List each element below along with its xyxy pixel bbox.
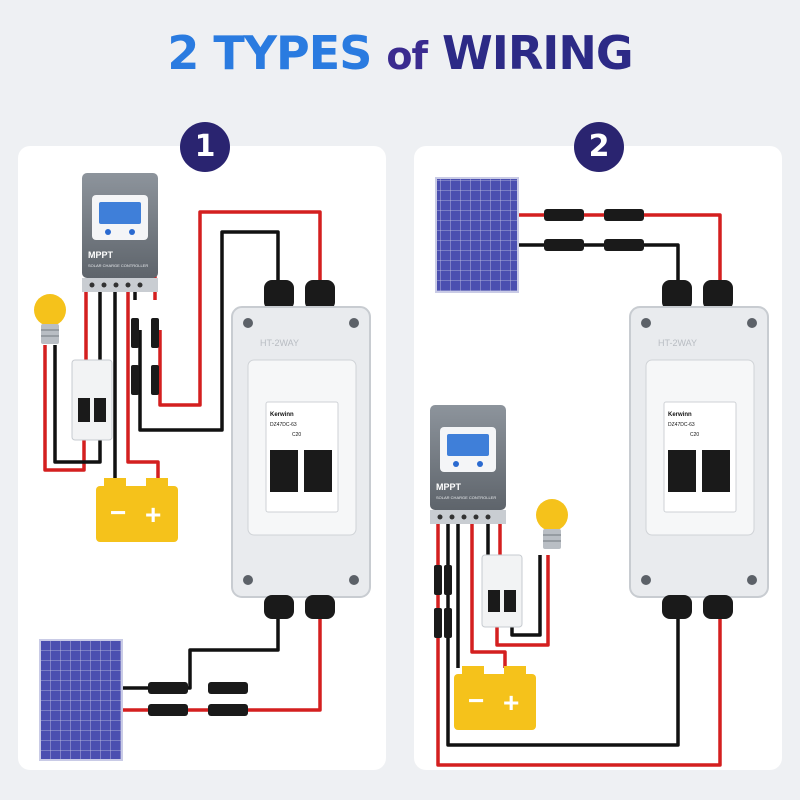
title-part-1: 2 TYPES [167,26,372,80]
breaker-model-1: DZ47DC-63 [270,422,297,428]
solar-panel-1 [39,639,123,761]
wiring-diagram-1: MPPT SOLAR CHARGE CONTROLLER [34,173,371,761]
page-title: 2 TYPES of WIRING [0,26,800,80]
breaker-rating-1: C20 [292,432,301,438]
light-bulb-2 [536,499,568,549]
wires-1 [43,210,322,712]
diagram-1-number-badge: 1 [180,122,230,172]
mc4-connectors-2a [544,209,644,251]
battery-minus-2: − [468,685,484,716]
battery-1: − + [96,478,178,542]
breaker-rating-2: C20 [690,432,699,438]
mc4-connectors-1a [131,318,159,395]
combiner-box-1: HT-2WAY Kerwinn DZ47DC-63 C20 [231,280,371,619]
title-part-2: of [386,34,428,78]
mppt-subtitle-2: SOLAR CHARGE CONTROLLER [436,495,496,500]
battery-2: − + [454,666,536,730]
battery-plus-2: + [503,687,519,718]
diagram-2-number-badge: 2 [574,122,624,172]
small-breaker-1 [71,359,113,441]
wiring-diagram-2: HT-2WAY Kerwinn DZ47DC-63 C20 MPPT SOLAR… [430,177,769,767]
mc4-connectors-2b [434,565,452,638]
box-name-1: HT-2WAY [260,338,299,348]
mppt-label-1: MPPT [88,250,114,260]
battery-plus-1: + [145,499,161,530]
title-part-3: WIRING [442,26,634,80]
mppt-label-2: MPPT [436,482,462,492]
light-bulb-1 [34,294,66,344]
battery-minus-1: − [110,497,126,528]
mppt-subtitle-1: SOLAR CHARGE CONTROLLER [88,263,148,268]
mppt-controller-1: MPPT SOLAR CHARGE CONTROLLER [82,173,158,292]
combiner-box-2: HT-2WAY Kerwinn DZ47DC-63 C20 [629,280,769,619]
mc4-connectors-1b [148,682,248,716]
small-breaker-2 [481,554,523,628]
breaker-brand-2: Kerwinn [668,412,692,418]
breaker-brand-1: Kerwinn [270,412,294,418]
breaker-model-2: DZ47DC-63 [668,422,695,428]
mppt-controller-2: MPPT SOLAR CHARGE CONTROLLER [430,405,506,524]
solar-panel-2 [435,177,519,293]
box-name-2: HT-2WAY [658,338,697,348]
